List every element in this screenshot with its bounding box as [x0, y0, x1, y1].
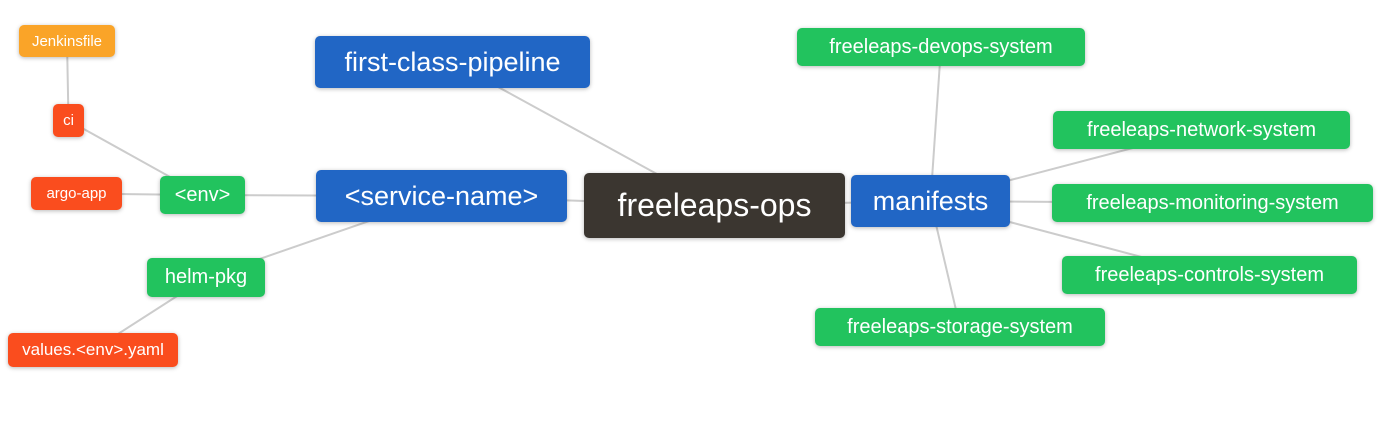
node-freeleaps-ops[interactable]: freeleaps-ops [584, 173, 845, 238]
node-helm-pkg[interactable]: helm-pkg [147, 258, 265, 297]
node-argo-app[interactable]: argo-app [31, 177, 122, 210]
node-service-name[interactable]: <service-name> [316, 170, 567, 222]
node-freeleaps-network-system[interactable]: freeleaps-network-system [1053, 111, 1350, 149]
node-manifests[interactable]: manifests [851, 175, 1010, 227]
node-freeleaps-storage-system[interactable]: freeleaps-storage-system [815, 308, 1105, 346]
node-freeleaps-monitoring-system[interactable]: freeleaps-monitoring-system [1052, 184, 1373, 222]
node-freeleaps-devops-system[interactable]: freeleaps-devops-system [797, 28, 1085, 66]
node-jenkinsfile[interactable]: Jenkinsfile [19, 25, 115, 57]
node-first-class-pipeline[interactable]: first-class-pipeline [315, 36, 590, 88]
node-freeleaps-controls-system[interactable]: freeleaps-controls-system [1062, 256, 1357, 294]
node-values-env-yaml[interactable]: values.<env>.yaml [8, 333, 178, 367]
node-env[interactable]: <env> [160, 176, 245, 214]
node-ci[interactable]: ci [53, 104, 84, 137]
